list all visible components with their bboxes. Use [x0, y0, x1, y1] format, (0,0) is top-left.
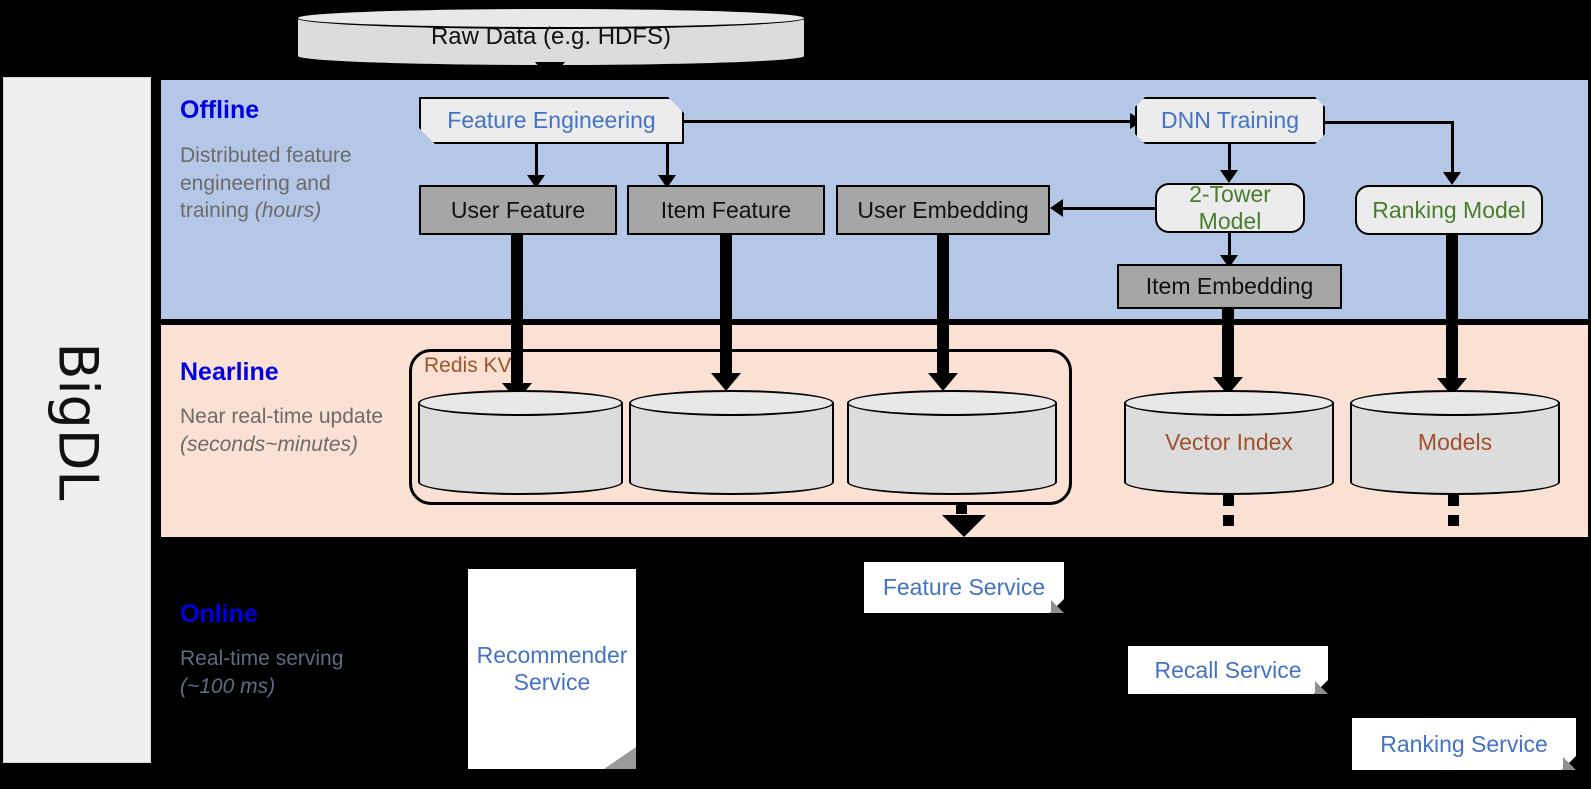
nearline-stage-description: Near real-time update (seconds~minutes): [180, 403, 395, 458]
dot-vector-index-1: [1223, 495, 1234, 506]
vector-index-cylinder[interactable]: Vector Index: [1124, 390, 1334, 495]
cylinder-top: [629, 390, 834, 416]
recall-service-label: Recall Service: [1154, 656, 1302, 683]
connector-two-tower-to-item-embedding: [1228, 233, 1231, 258]
user-feature-node[interactable]: User Feature: [419, 185, 617, 235]
ranking-model-label: Ranking Model: [1372, 196, 1526, 223]
item-feature-node[interactable]: Item Feature: [627, 185, 825, 235]
cylinder-bottom: [847, 469, 1057, 495]
arrowhead-dnn-to-ranking: [1443, 172, 1461, 185]
kv-store-label-2: [629, 390, 834, 495]
arrowhead-fe-to-item-feature: [658, 175, 676, 188]
offline-stage-title: Offline: [180, 96, 260, 124]
connector-two-tower-to-user-embedding: [1062, 207, 1155, 210]
arrowhead-fe-to-user-feature: [527, 175, 545, 188]
connector-fe-to-item-feature: [666, 144, 669, 180]
feature-service-node[interactable]: Feature Service: [864, 562, 1064, 613]
user-feature-label: User Feature: [450, 196, 586, 223]
pipe-user-feature-to-store: [511, 235, 523, 390]
connector-fe-to-user-feature: [535, 144, 538, 180]
nearline-stage-title: Nearline: [180, 358, 279, 386]
arrowhead-dnn-to-two-tower: [1220, 170, 1238, 183]
bigdl-label-wrapper: BigDL: [4, 78, 152, 764]
cylinder-top: [847, 390, 1057, 416]
online-desc-text: Real-time serving: [180, 647, 344, 670]
pipe-ranking-model-to-models: [1446, 235, 1458, 385]
dnn-training-node[interactable]: DNN Training: [1135, 97, 1325, 144]
kv-store-cylinder-user-feature: [418, 390, 623, 495]
kv-store-label-3: [847, 390, 1057, 495]
recommender-service-node[interactable]: Recommender Service: [468, 569, 636, 769]
arrowhead-rawdata-to-fe: [535, 62, 565, 80]
pipe-item-embedding-to-vector-index: [1222, 309, 1234, 384]
recommender-service-label: Recommender Service: [476, 642, 628, 695]
bigdl-framework-panel: BigDL: [3, 77, 151, 763]
cylinder-top: [1124, 390, 1334, 416]
dot-vector-index-2: [1223, 515, 1234, 526]
ranking-service-node[interactable]: Ranking Service: [1352, 718, 1576, 770]
kv-store-label-1: [418, 390, 623, 495]
two-tower-model-label: 2-Tower Model: [1189, 181, 1271, 234]
kv-store-cylinder-user-embedding: [847, 390, 1057, 495]
models-cylinder[interactable]: Models: [1350, 390, 1560, 495]
arrowhead-redis-to-feature-service: [942, 515, 986, 537]
vector-index-label: Vector Index: [1165, 429, 1293, 455]
raw-data-cylinder: Raw Data (e.g. HDFS): [296, 7, 806, 67]
online-stage-title: Online: [180, 600, 258, 628]
kv-store-cylinder-item-feature: [629, 390, 834, 495]
models-label: Models: [1417, 429, 1493, 455]
dnn-training-label: DNN Training: [1160, 107, 1300, 133]
online-stage-description: Real-time serving (~100 ms): [180, 645, 395, 700]
cylinder-bottom: [1124, 469, 1334, 495]
item-feature-label: Item Feature: [660, 196, 792, 223]
two-tower-model-node[interactable]: 2-Tower Model: [1155, 181, 1305, 234]
dot-models-2: [1448, 515, 1459, 526]
cylinder-top: [1350, 390, 1560, 416]
arrowhead-item-feature-to-store: [711, 373, 741, 391]
raw-data-label: Raw Data (e.g. HDFS): [430, 23, 672, 50]
dot-models-1: [1448, 495, 1459, 506]
nearline-desc-italic: (seconds~minutes): [180, 432, 358, 456]
item-embedding-node[interactable]: Item Embedding: [1117, 264, 1342, 309]
cylinder-top: [296, 7, 806, 29]
connector-dnn-to-two-tower: [1228, 144, 1231, 174]
feature-engineering-node[interactable]: Feature Engineering: [419, 97, 684, 144]
arrowhead-user-embedding-to-store: [928, 373, 958, 391]
ranking-service-label: Ranking Service: [1380, 730, 1548, 757]
ranking-model-node[interactable]: Ranking Model: [1355, 185, 1543, 235]
redis-kv-group: [409, 349, 1072, 505]
cylinder-bottom: [629, 469, 834, 495]
connector-dnn-to-ranking-v: [1451, 121, 1454, 176]
offline-desc-italic: (hours): [254, 199, 322, 223]
dot-redis-to-feature-service: [956, 503, 967, 514]
redis-kv-label: Redis KV: [424, 354, 512, 377]
cylinder-bottom: [1350, 469, 1560, 495]
feature-service-label: Feature Service: [882, 574, 1046, 600]
pipe-user-embedding-to-store: [937, 235, 949, 380]
online-desc-italic: (~100 ms): [180, 674, 276, 698]
arrowhead-two-tower-to-user-embedding: [1050, 199, 1063, 217]
pipe-item-feature-to-store: [720, 235, 732, 380]
nearline-desc-text: Near real-time update: [180, 405, 384, 428]
bigdl-label: BigDL: [46, 342, 110, 500]
user-embedding-node[interactable]: User Embedding: [836, 185, 1050, 235]
user-embedding-label: User Embedding: [857, 196, 1029, 223]
connector-dnn-to-ranking-h: [1325, 121, 1453, 124]
connector-fe-to-dnn: [684, 120, 1139, 123]
offline-desc-text: Distributed feature engineering and trai…: [180, 144, 352, 223]
recall-service-node[interactable]: Recall Service: [1128, 646, 1328, 694]
cylinder-bottom: [418, 469, 623, 495]
cylinder-top: [418, 390, 623, 416]
item-embedding-label: Item Embedding: [1145, 273, 1314, 299]
feature-engineering-label: Feature Engineering: [447, 107, 656, 133]
offline-stage-description: Distributed feature engineering and trai…: [180, 142, 395, 225]
